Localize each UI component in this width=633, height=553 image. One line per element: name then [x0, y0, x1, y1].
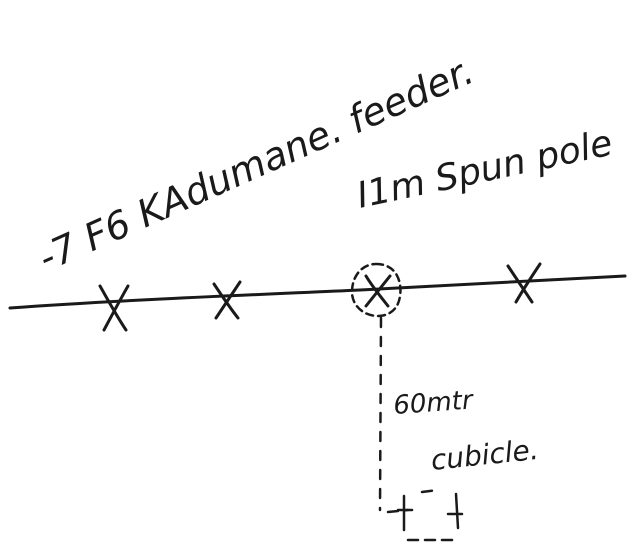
proposed-spun-pole: [350, 262, 402, 318]
cable-route: [378, 316, 383, 512]
distance-label: 60mtr: [392, 385, 475, 421]
cubicle-label: cubicle.: [429, 433, 540, 477]
pole-label: I1m Spun pole: [353, 123, 616, 217]
cubicle-box: [386, 488, 464, 542]
feeder-line: [8, 274, 627, 310]
pole-marker: [98, 284, 130, 332]
pole-marker: [212, 280, 242, 320]
pole-marker: [506, 262, 542, 304]
